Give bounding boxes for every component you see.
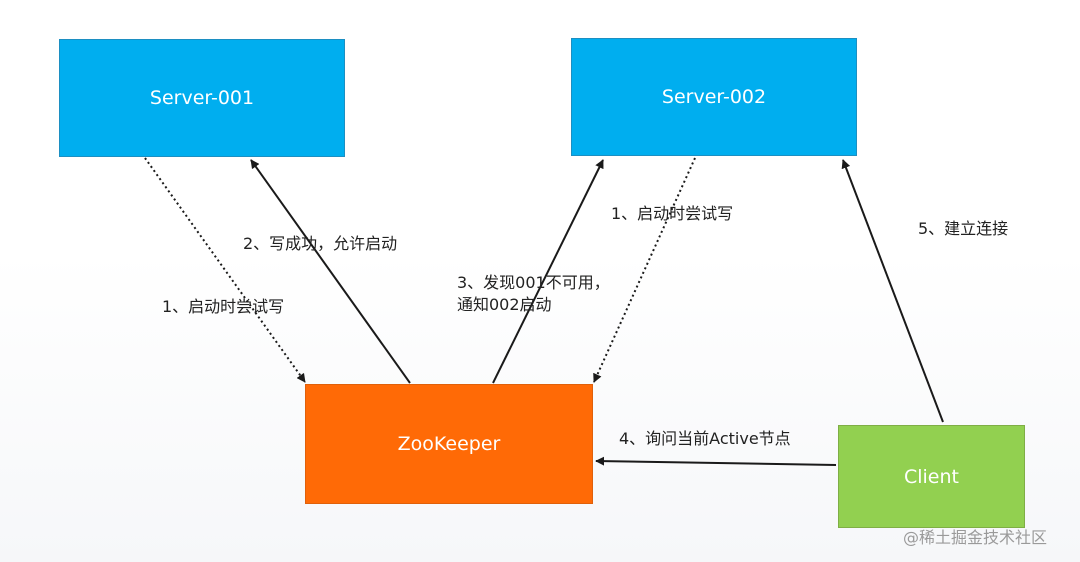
edge-label-establish-connection: 5、建立连接 (918, 219, 1009, 238)
server-002-label: Server-002 (661, 86, 767, 108)
arrow-zookeeper-to-server1 (250, 159, 411, 384)
edge-label-notify-server2: 3、发现001不可用， 通知002启动 (457, 273, 610, 314)
arrow-client-to-server2 (841, 159, 944, 423)
server-002-node: Server-002 (571, 38, 857, 156)
zookeeper-node: ZooKeeper (305, 384, 593, 504)
arrow-server2-to-zookeeper (593, 157, 696, 383)
edge-label-server1-try-write: 1、启动时尝试写 (162, 297, 285, 316)
edge-label-write-success: 2、写成功，允许启动 (243, 234, 398, 253)
watermark: @稀土掘金技术社区 (903, 528, 1048, 547)
server-001-node: Server-001 (59, 39, 345, 157)
arrow-server1-to-zookeeper (144, 157, 306, 383)
client-label: Client (903, 465, 959, 488)
client-node: Client (838, 425, 1025, 528)
arrow-client-to-zookeeper (595, 456, 837, 466)
edge-label-server2-try-write: 1、启动时尝试写 (611, 204, 734, 223)
server-001-label: Server-001 (149, 87, 255, 109)
arrow-zookeeper-to-server2 (492, 159, 604, 384)
edge-label-query-active-node: 4、询问当前Active节点 (619, 429, 791, 448)
zookeeper-label: ZooKeeper (397, 433, 501, 455)
